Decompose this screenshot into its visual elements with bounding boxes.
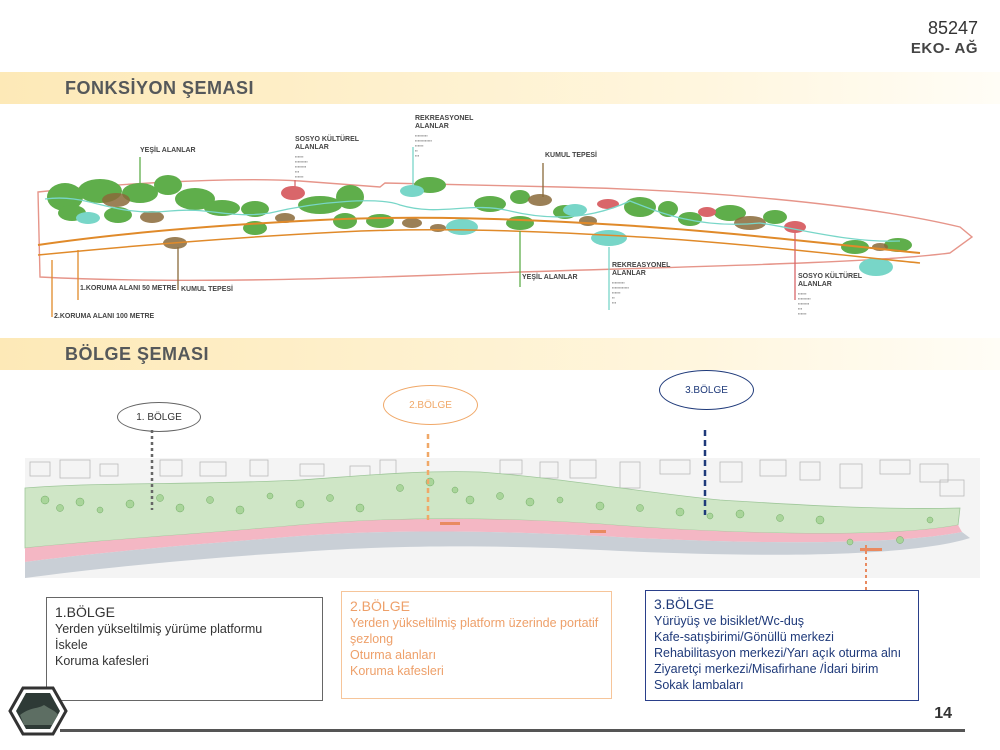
zone-3-item: Rehabilitasyon merkezi/Yarı açık oturma … — [654, 646, 902, 660]
footer-line — [60, 729, 965, 732]
zone-3-oval: 3.BÖLGE — [659, 370, 754, 410]
zone-2-item: Yerden yükseltilmiş platform üzerinde po… — [350, 616, 599, 646]
label-rekreasyonel-1-detail: ▪▪▪▪▪▪▪▪▪▪▪▪▪▪▪▪▪▪▪▪▪▪▪▪▪▪▪▪▪▪▪▪ — [415, 133, 433, 158]
page-number: 14 — [934, 705, 952, 722]
label-sosyo-2-detail: ▪▪▪▪▪▪▪▪▪▪▪▪▪▪▪▪▪▪▪▪▪▪▪▪▪▪▪▪▪▪▪▪ — [798, 291, 811, 316]
project-brand: EKO- AĞ — [910, 40, 978, 57]
zone-map — [24, 430, 980, 590]
section-title-fonksiyon: FONKSİYON ŞEMASI — [65, 78, 255, 98]
label-koruma-100: 2.KORUMA ALANI 100 METRE — [54, 313, 155, 320]
zone-3-item: Sokak lambaları — [654, 678, 744, 692]
function-map — [37, 147, 974, 317]
zone-3-item: Yürüyüş ve bisiklet/Wc-duş — [654, 614, 805, 628]
section-band-bolge — [0, 338, 1000, 370]
zone-1-oval: 1. BÖLGE — [117, 402, 201, 432]
social-areas — [281, 186, 806, 233]
label-yesil-2: YEŞİL ALANLAR — [522, 274, 578, 281]
site-outline — [37, 179, 974, 282]
trees — [40, 477, 934, 546]
zone-2-item: Koruma kafesleri — [350, 664, 444, 678]
label-rekreasyonel-1: REKREASYONEL ALANLAR — [415, 115, 474, 130]
label-rekreasyonel-2-detail: ▪▪▪▪▪▪▪▪▪▪▪▪▪▪▪▪▪▪▪▪▪▪▪▪▪▪▪▪▪▪▪▪ — [612, 280, 630, 305]
zone-3-box-title: 3.BÖLGE — [654, 596, 714, 612]
zone-2-label: 2.BÖLGE — [409, 399, 452, 411]
zone-3-item: Ziyaretçi merkezi/Misafirhane /İdari bir… — [654, 662, 879, 676]
project-code: 85247 — [927, 18, 978, 38]
zone-2-oval: 2.BÖLGE — [383, 385, 478, 425]
zone-1-item: Yerden yükseltilmiş yürüme platformu — [55, 622, 263, 636]
label-sosyo-1: SOSYO KÜLTÜREL ALANLAR — [295, 136, 360, 151]
label-sosyo-1-detail: ▪▪▪▪▪▪▪▪▪▪▪▪▪▪▪▪▪▪▪▪▪▪▪▪▪▪▪▪▪▪▪▪ — [295, 154, 308, 179]
logo-icon — [8, 686, 68, 736]
zone-1-label: 1. BÖLGE — [136, 411, 182, 423]
label-kumul-1: KUMUL TEPESİ — [545, 152, 597, 159]
label-koruma-50: 1.KORUMA ALANI 50 METRE — [80, 285, 177, 292]
label-sosyo-2: SOSYO KÜLTÜREL ALANLAR — [798, 273, 863, 288]
zone-1-item: Koruma kafesleri — [55, 654, 149, 668]
zone-1-item: İskele — [55, 638, 88, 652]
zone-1-box-title: 1.BÖLGE — [55, 604, 115, 620]
label-kumul-2: KUMUL TEPESİ — [181, 286, 233, 293]
zone-3-item: Kafe-satışbirimi/Gönüllü merkezi — [654, 630, 834, 644]
zone-3-label: 3.BÖLGE — [685, 384, 728, 396]
zone-1-box: 1.BÖLGE Yerden yükseltilmiş yürüme platf… — [46, 597, 323, 701]
zone-2-box-title: 2.BÖLGE — [350, 598, 410, 614]
zone-2-item: Oturma alanları — [350, 648, 437, 662]
section-title-bolge: BÖLGE ŞEMASI — [65, 344, 210, 364]
zone-3-box: 3.BÖLGE Yürüyüş ve bisiklet/Wc-duş Kafe-… — [645, 590, 919, 701]
section-band-fonksiyon — [0, 72, 1000, 104]
label-yesil-1: YEŞİL ALANLAR — [140, 147, 196, 154]
zone-2-box: 2.BÖLGE Yerden yükseltilmiş platform üze… — [341, 591, 612, 699]
label-rekreasyonel-2: REKREASYONEL ALANLAR — [612, 262, 671, 277]
